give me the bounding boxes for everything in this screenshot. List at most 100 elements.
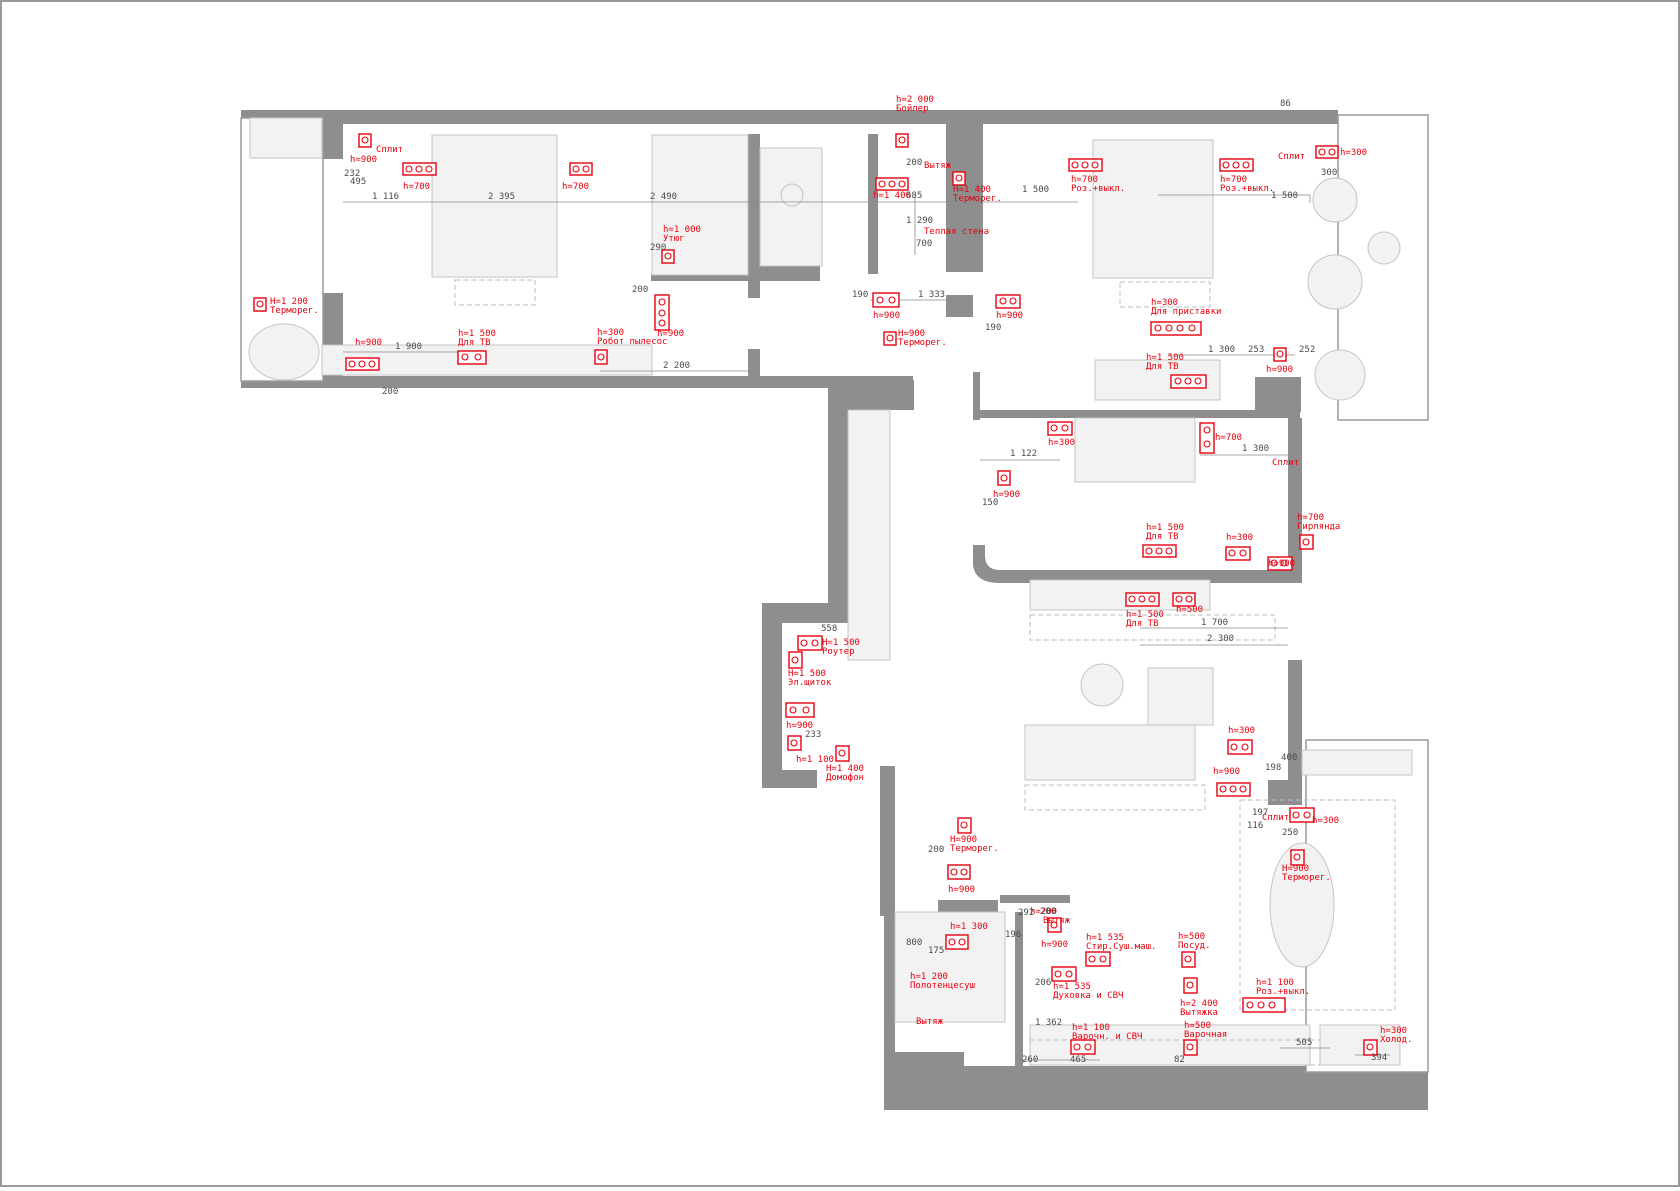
dim-558: 558	[821, 624, 837, 634]
label-h1100-a: h=1 100	[796, 755, 834, 765]
dim-253: 253	[1248, 345, 1264, 355]
wall-stub	[748, 349, 760, 379]
label-h900-k: h=900	[1041, 940, 1068, 950]
label-termoreg-left-h: H=1 200	[270, 297, 308, 307]
wall-entry-left	[762, 603, 782, 788]
label-heater-h: h=1 200	[910, 972, 948, 982]
label-garland-h: h=700	[1297, 513, 1324, 523]
dim-1900: 1 900	[395, 342, 422, 352]
label-split-c: Сплит	[1272, 458, 1299, 468]
dim-505: 505	[1296, 1038, 1312, 1048]
socket-tv-c	[1142, 544, 1177, 558]
socket-termoreg-hall	[957, 817, 972, 834]
label-warm-wall: Теплая стена	[924, 227, 989, 237]
dim-292: 292	[1018, 908, 1034, 918]
label-h900-h: h=900	[786, 721, 813, 731]
wall-top-right	[1310, 110, 1338, 124]
label-hood: Вытяжка	[1180, 1008, 1218, 1018]
label-dish: Посуд.	[1178, 941, 1211, 951]
socket-console	[1150, 321, 1202, 336]
wall-bath3-bottom	[884, 1052, 964, 1066]
label-router: Роутер	[822, 647, 855, 657]
left-balcony-cabinet	[249, 117, 323, 159]
dim-2300: 2 300	[1207, 634, 1234, 644]
sofa-living	[1024, 724, 1196, 781]
fridge-unit	[1319, 1024, 1401, 1066]
wall-left-bottom	[241, 376, 913, 388]
label-tv-a: Для ТВ	[458, 338, 491, 348]
socket-garland	[1299, 534, 1314, 550]
label-termoreg-bath-h: H=1 400	[953, 185, 991, 195]
bed-2	[1092, 139, 1214, 279]
label-cooktop: Варочн. и СВЧ	[1072, 1032, 1142, 1042]
round-table	[1080, 663, 1124, 707]
label-h300-b: h=300	[1048, 438, 1075, 448]
label-termoreg-left: Терморег.	[270, 306, 319, 316]
socket-termoreg-mid	[883, 331, 897, 346]
socket-living-e	[1267, 556, 1293, 571]
wall-bath1-left	[748, 134, 760, 298]
label-hood-h: h=2 400	[1180, 999, 1218, 1009]
dim-400: 400	[1281, 753, 1297, 763]
kitchen-balcony-sill	[1301, 749, 1413, 776]
dim-465: 465	[1070, 1055, 1086, 1065]
dim-175: 175	[928, 946, 944, 956]
wall-living-top	[973, 410, 1300, 418]
dim-394: 394	[1371, 1053, 1387, 1063]
socket-hood	[1183, 977, 1198, 994]
label-h900-e: h=900	[1266, 365, 1293, 375]
label-h300-a: h=300	[1340, 148, 1367, 158]
wall-bath3-top2	[1000, 895, 1070, 903]
label-console-h: h=300	[1151, 298, 1178, 308]
wall-loggia	[1255, 377, 1301, 412]
label-vent-b: Вытяж	[1043, 916, 1071, 926]
socket-tv-b	[1170, 374, 1207, 389]
label-h300-d: h=300	[1228, 726, 1255, 736]
label-h1400-a: h=1 400	[873, 191, 911, 201]
label-h900-j: h=900	[948, 885, 975, 895]
socket-bed2-left	[1068, 158, 1103, 172]
dim-1116: 1 116	[372, 192, 399, 202]
label-h700-a: h=700	[403, 182, 430, 192]
label-washer: Стир.Суш.маш.	[1086, 942, 1156, 952]
socket-tv-a	[457, 350, 487, 365]
armchair-1	[248, 323, 320, 381]
label-panel: Эл.щиток	[788, 678, 832, 688]
socket-split-b1	[358, 133, 372, 148]
label-sink: Варочная	[1184, 1030, 1227, 1040]
socket-termoreg-left	[253, 297, 267, 312]
dim-685: 685	[906, 191, 922, 201]
socket-living-c	[997, 470, 1011, 486]
dim-232: 232	[344, 169, 360, 179]
dim-290: 290	[650, 243, 666, 253]
socket-bath3-a	[945, 934, 969, 950]
label-h300-e: h=300	[1312, 816, 1339, 826]
dimension-lines	[343, 194, 1390, 1061]
label-split-b1: Сплит	[376, 145, 403, 155]
dim-200b: 200	[382, 387, 398, 397]
socket-hall-c	[947, 864, 971, 880]
dim-1300b: 1 300	[1242, 444, 1269, 454]
dim-495: 495	[350, 177, 366, 187]
dim-1300a: 1 300	[1208, 345, 1235, 355]
dim-82: 82	[1174, 1055, 1185, 1065]
dining-table	[1269, 842, 1335, 968]
balconies	[240, 114, 1429, 1073]
label-h700-b: h=700	[562, 182, 589, 192]
dim-200e: 200	[1040, 907, 1056, 917]
wall-curved	[973, 545, 1290, 583]
dim-197: 197	[1252, 808, 1268, 818]
bed-1	[431, 134, 558, 278]
socket-bed1-left	[402, 162, 437, 176]
corridor-wardrobe	[847, 409, 891, 661]
dim-196: 196	[1005, 930, 1021, 940]
label-vent-a: Вытяж	[924, 161, 952, 171]
dim-1700: 1 700	[1201, 618, 1228, 628]
label-fridge-h: h=300	[1380, 1026, 1407, 1036]
wall-entry-top	[762, 603, 848, 623]
dim-150: 150	[982, 498, 998, 508]
label-boiler-h: h=2 000	[896, 95, 934, 105]
wall-column	[1268, 780, 1302, 805]
